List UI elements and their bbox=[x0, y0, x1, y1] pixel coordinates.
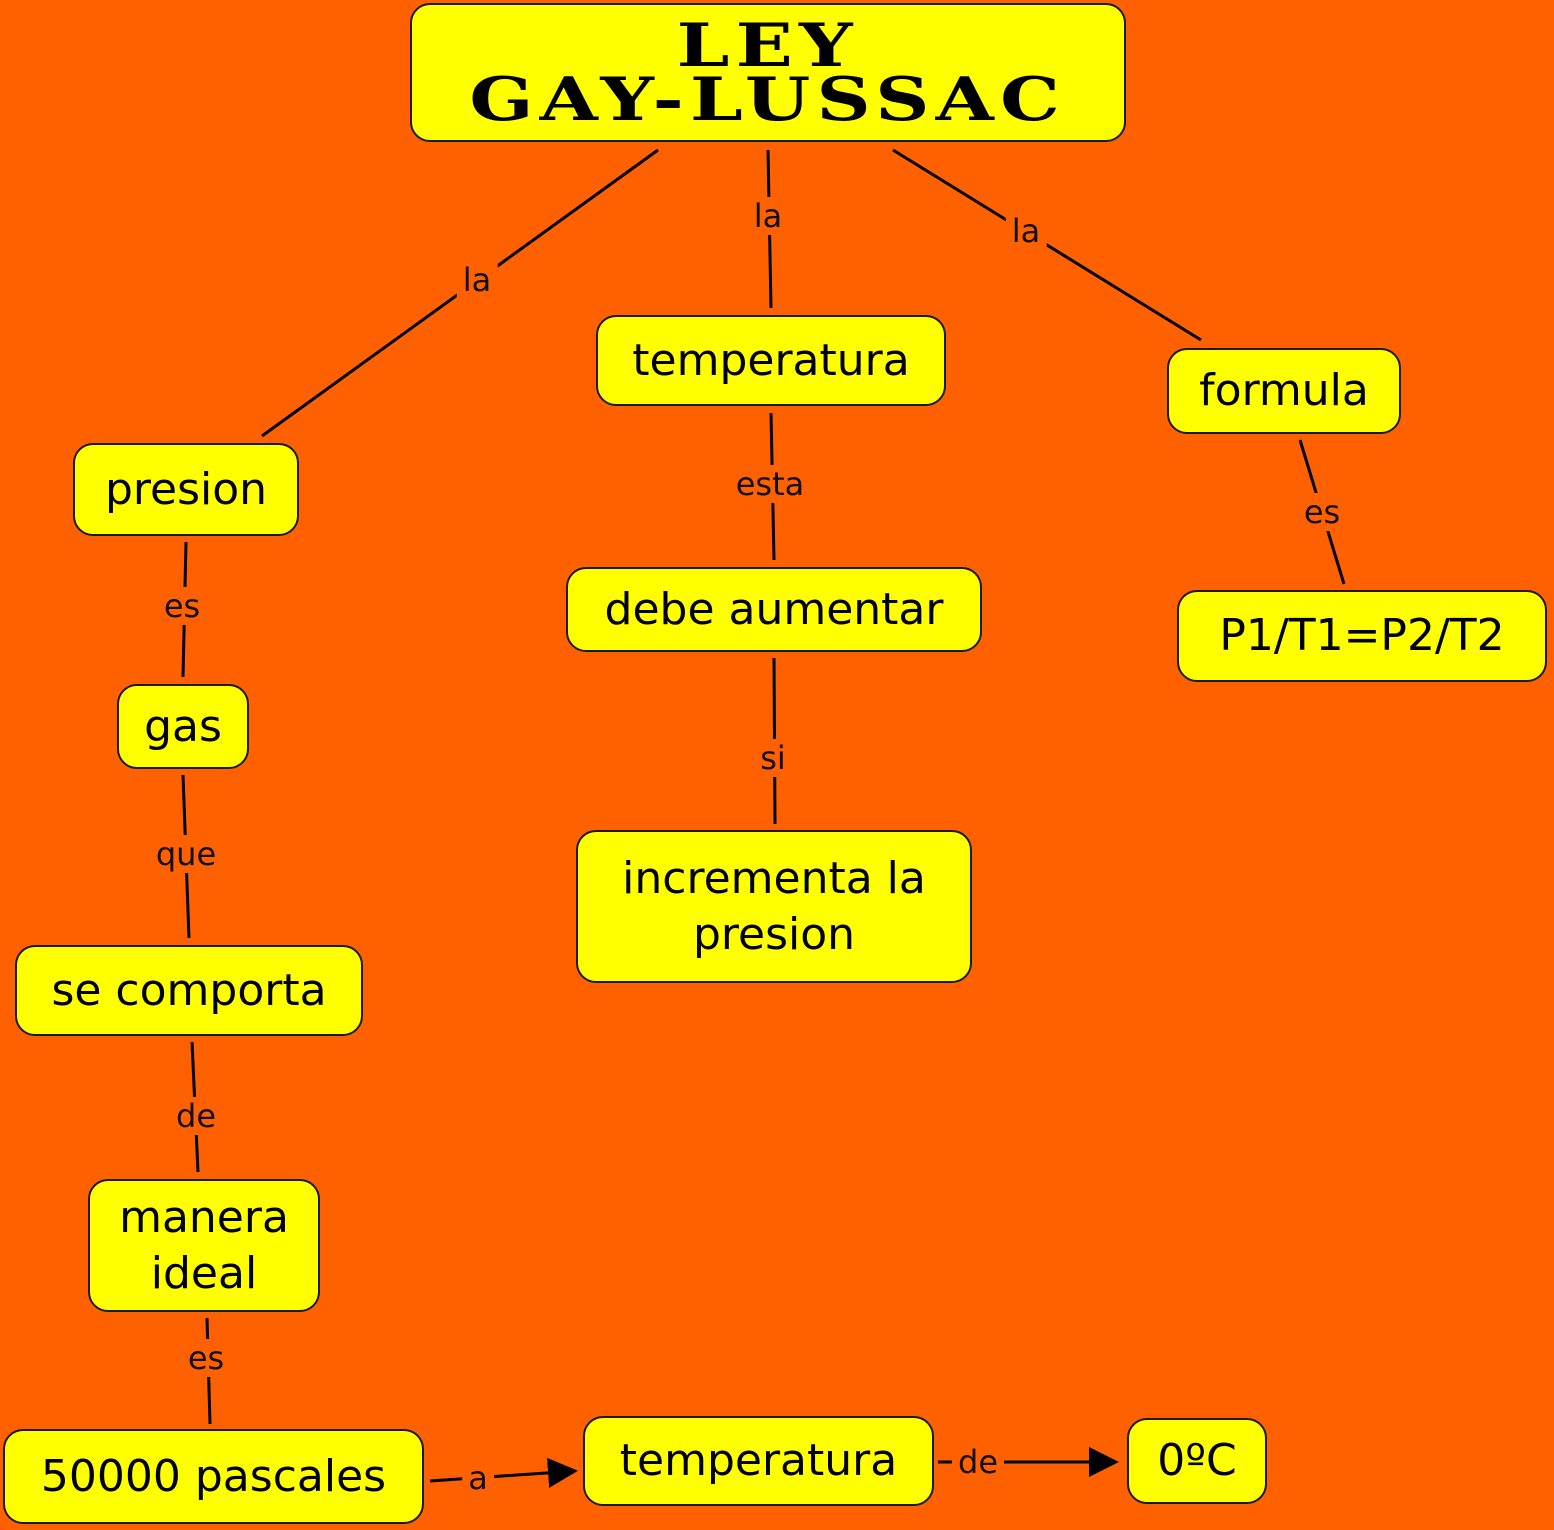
node-manera-ideal[interactable]: manera ideal bbox=[88, 1179, 320, 1312]
link-label-es-formula: es bbox=[1297, 493, 1347, 531]
node-se-comporta[interactable]: se comporta bbox=[15, 945, 363, 1036]
node-temperatura-top[interactable]: temperatura bbox=[596, 315, 946, 406]
link-label-la-left: la bbox=[456, 261, 498, 299]
link-label-a: a bbox=[462, 1459, 494, 1497]
title-node[interactable]: LEY GAY-LUSSAC bbox=[410, 3, 1126, 142]
node-incrementa-la-presion[interactable]: incrementa la presion bbox=[576, 830, 972, 983]
link-label-esta: esta bbox=[729, 465, 811, 503]
node-gas[interactable]: gas bbox=[117, 684, 249, 769]
link-label-la-center: la bbox=[747, 197, 789, 235]
link-label-es-pascales: es bbox=[181, 1339, 231, 1377]
link-label-de-manera: de bbox=[170, 1097, 222, 1135]
node-debe-aumentar[interactable]: debe aumentar bbox=[566, 567, 982, 652]
node-0-c[interactable]: 0ºC bbox=[1127, 1418, 1267, 1504]
node-temperatura-bottom[interactable]: temperatura bbox=[583, 1416, 934, 1506]
node-presion[interactable]: presion bbox=[73, 443, 299, 536]
node-formula-value[interactable]: P1/T1=P2/T2 bbox=[1177, 590, 1547, 682]
link-label-si: si bbox=[754, 739, 792, 777]
link-label-de-cero: de bbox=[952, 1443, 1004, 1481]
arrow-pascales-temperatura bbox=[429, 1457, 578, 1488]
node-50000-pascales[interactable]: 50000 pascales bbox=[3, 1429, 424, 1524]
link-label-la-right: la bbox=[1005, 212, 1047, 250]
link-label-es-presion: es bbox=[157, 587, 207, 625]
title-text: LEY GAY-LUSSAC bbox=[469, 10, 1067, 135]
line-title-formula bbox=[892, 148, 1202, 342]
node-formula[interactable]: formula bbox=[1167, 348, 1401, 434]
link-label-que: que bbox=[149, 835, 223, 873]
